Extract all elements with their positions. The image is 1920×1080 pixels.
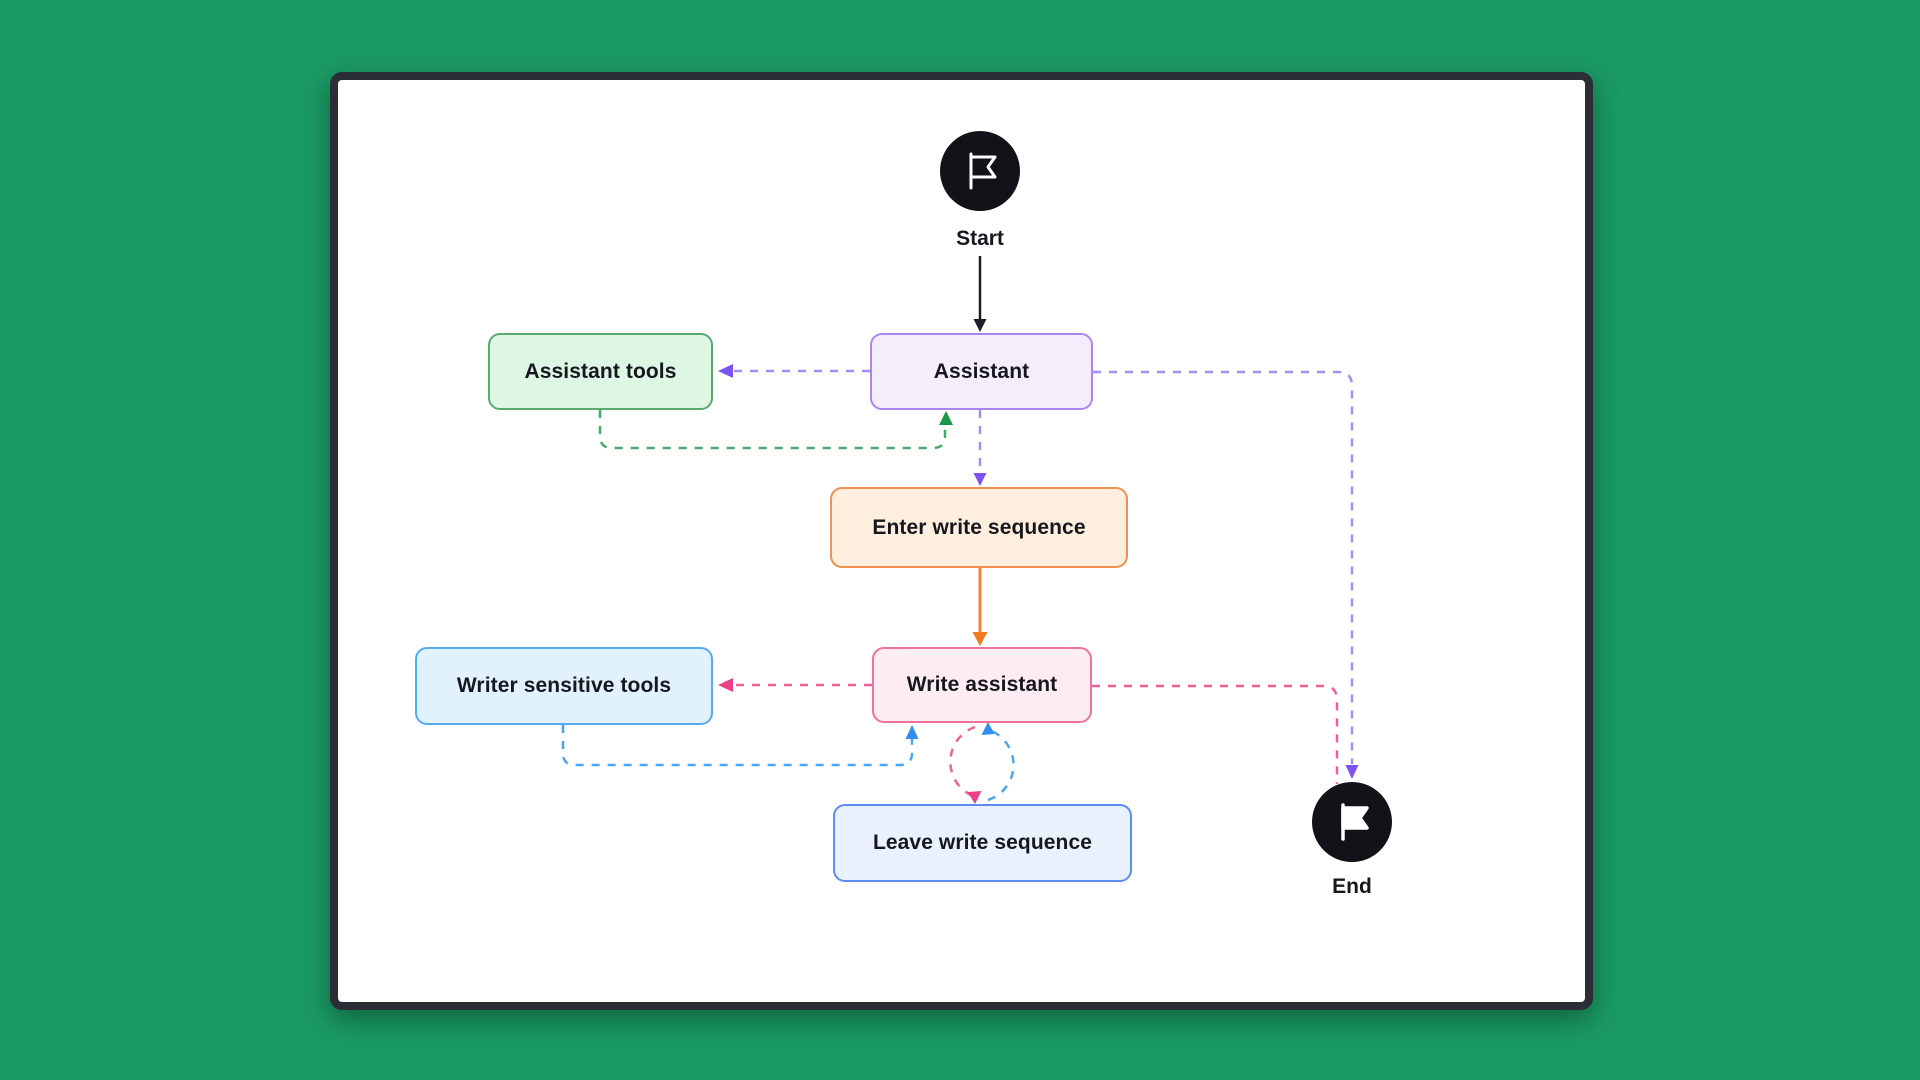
edge-write-assistant-end <box>1092 684 1339 784</box>
diagram-canvas: Assistant tools Assistant Enter write se… <box>338 80 1585 1002</box>
diagram-card: Assistant tools Assistant Enter write se… <box>330 72 1593 1010</box>
edge-write-assistant-leave-write-sequence <box>949 725 976 798</box>
edge-leave-write-sequence-write-assistant-arrowhead <box>981 722 995 735</box>
edge-assistant-enter-write-sequence-arrowhead <box>973 473 987 486</box>
node-writer-sensitive-tools: Writer sensitive tools <box>415 647 713 725</box>
node-write-assistant-label: Write assistant <box>906 673 1058 696</box>
node-enter-write-sequence-label: Enter write sequence <box>872 515 1086 539</box>
edge-assistant-tools-assistant <box>598 410 947 450</box>
edge-write-assistant-leave-write-sequence-arrowhead <box>967 791 982 804</box>
edge-writer-sensitive-tools-write-assistant <box>561 725 914 767</box>
edge-writer-sensitive-tools-write-assistant-arrowhead <box>905 725 919 739</box>
edge-write-assistant-writer-sensitive-tools-arrowhead <box>718 678 733 692</box>
node-assistant-tools-label: Assistant tools <box>524 359 677 383</box>
node-leave-write-sequence-label: Leave write sequence <box>872 831 1093 854</box>
flag-filled-icon <box>1341 803 1369 841</box>
start-node-label: Start <box>956 227 1004 250</box>
flowchart-svg <box>561 131 1392 862</box>
start-node-circle <box>940 131 1020 211</box>
edge-enter-write-sequence-write-assistant-arrowhead <box>972 632 988 646</box>
edge-start-assistant-arrowhead <box>973 319 987 332</box>
node-write-assistant: Write assistant <box>872 647 1092 723</box>
node-assistant-tools: Assistant tools <box>488 333 713 410</box>
node-leave-write-sequence: Leave write sequence <box>833 804 1132 882</box>
node-writer-sensitive-tools-label: Writer sensitive tools <box>456 674 672 697</box>
edge-assistant-end-arrowhead <box>1345 765 1359 779</box>
end-node-label: End <box>1332 875 1372 898</box>
edge-assistant-end <box>1093 370 1354 764</box>
edge-leave-write-sequence-write-assistant <box>987 728 1015 802</box>
node-assistant-label: Assistant <box>933 359 1030 383</box>
edge-assistant-assistant-tools-arrowhead <box>718 364 733 378</box>
flag-outline-icon <box>969 152 997 190</box>
edge-assistant-tools-assistant-arrowhead <box>939 411 953 425</box>
node-assistant: Assistant <box>870 333 1093 410</box>
node-enter-write-sequence: Enter write sequence <box>830 487 1128 568</box>
